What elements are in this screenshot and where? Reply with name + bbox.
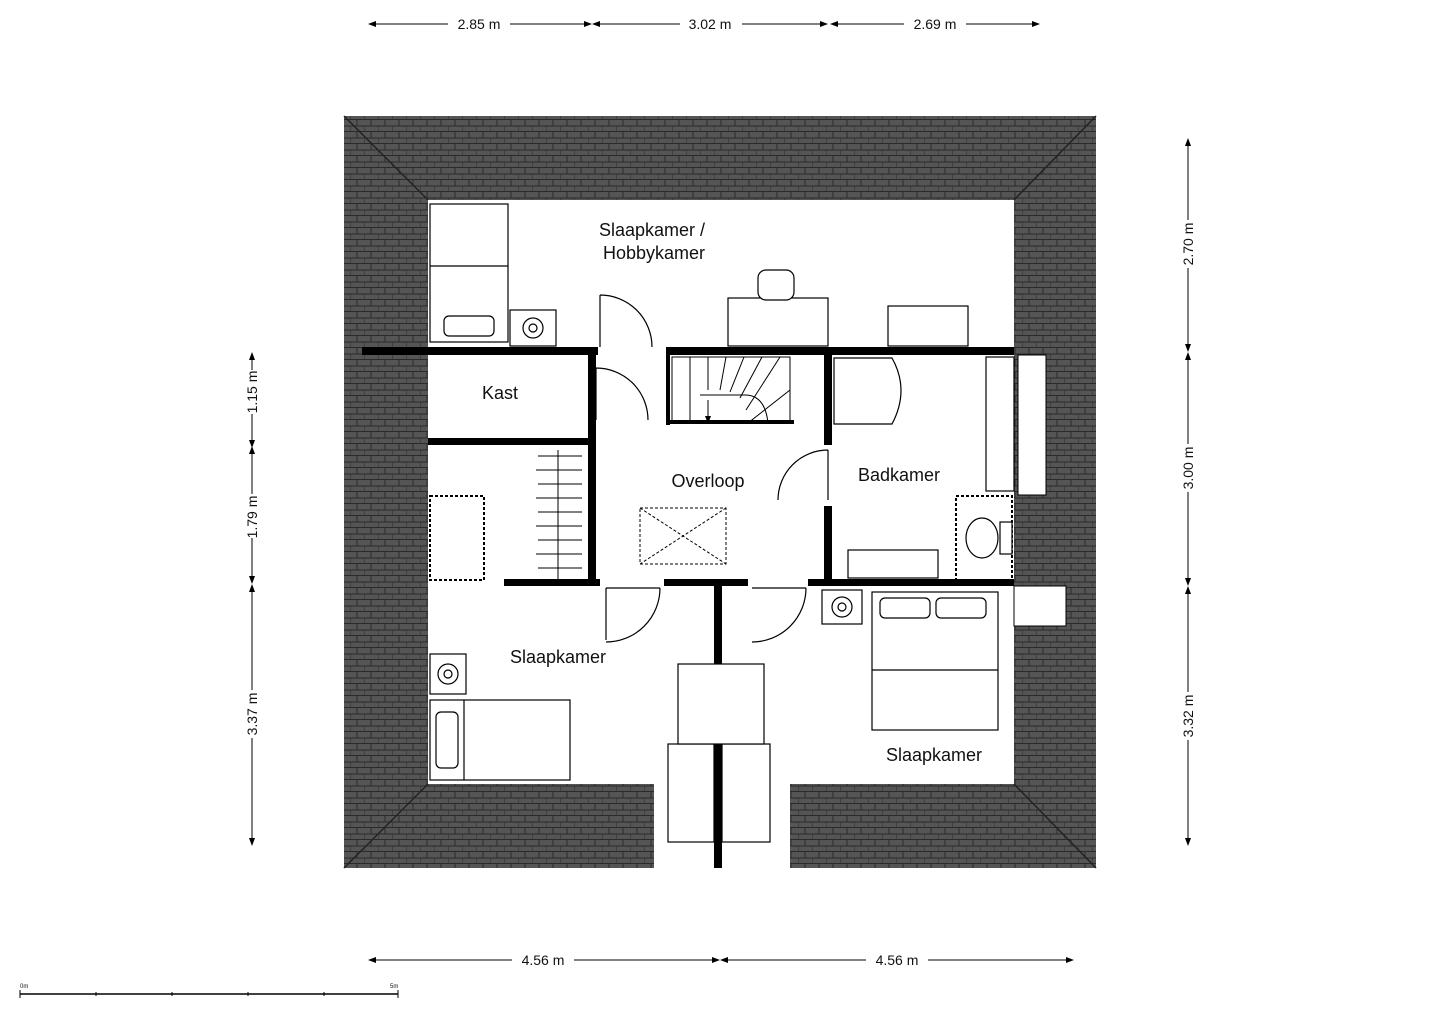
bed-left xyxy=(429,699,571,781)
dim-right-2: 3.00 m xyxy=(1180,447,1196,490)
room-overloop: Overloop xyxy=(671,471,744,491)
dim-left-1: 1.15 m xyxy=(244,371,260,414)
desks xyxy=(667,269,969,843)
room-badkamer: Badkamer xyxy=(858,465,940,485)
scale-bar: 0m 5m xyxy=(19,984,399,998)
dim-bottom-1: 4.56 m xyxy=(522,952,565,968)
room-hobby-line2: Hobbykamer xyxy=(603,243,705,263)
dimension-labels: 2.85 m 3.02 m 2.69 m 4.56 m 4.56 m 1.15 … xyxy=(243,15,1197,969)
dim-right-1: 2.70 m xyxy=(1180,223,1196,266)
bathroom-fixtures xyxy=(833,356,1015,579)
dim-right-3: 3.32 m xyxy=(1180,695,1196,738)
dim-left-2: 1.79 m xyxy=(244,496,260,539)
scale-end: 5m xyxy=(390,984,398,990)
doors xyxy=(595,294,829,643)
dim-bottom-2: 4.56 m xyxy=(876,952,919,968)
room-slaapkamer-left: Slaapkamer xyxy=(510,647,606,667)
nightstands xyxy=(429,309,863,695)
dim-top-2: 3.02 m xyxy=(689,16,732,32)
stairs xyxy=(671,356,791,424)
room-slaapkamer-right: Slaapkamer xyxy=(886,745,982,765)
dim-top-3: 2.69 m xyxy=(914,16,957,32)
roof-hips xyxy=(343,115,1097,869)
bed-top-left xyxy=(429,203,509,343)
dim-left-3: 3.37 m xyxy=(244,693,260,736)
room-labels: Slaapkamer / Hobbykamer Kast Overloop Ba… xyxy=(482,220,982,765)
dim-top-1: 2.85 m xyxy=(458,16,501,32)
scale-start: 0m xyxy=(20,984,28,990)
bed-double-right xyxy=(871,591,999,731)
room-hobby-line1: Slaapkamer / xyxy=(599,220,705,240)
skylight xyxy=(639,507,727,565)
room-kast: Kast xyxy=(482,383,518,403)
wardrobe xyxy=(536,450,582,580)
